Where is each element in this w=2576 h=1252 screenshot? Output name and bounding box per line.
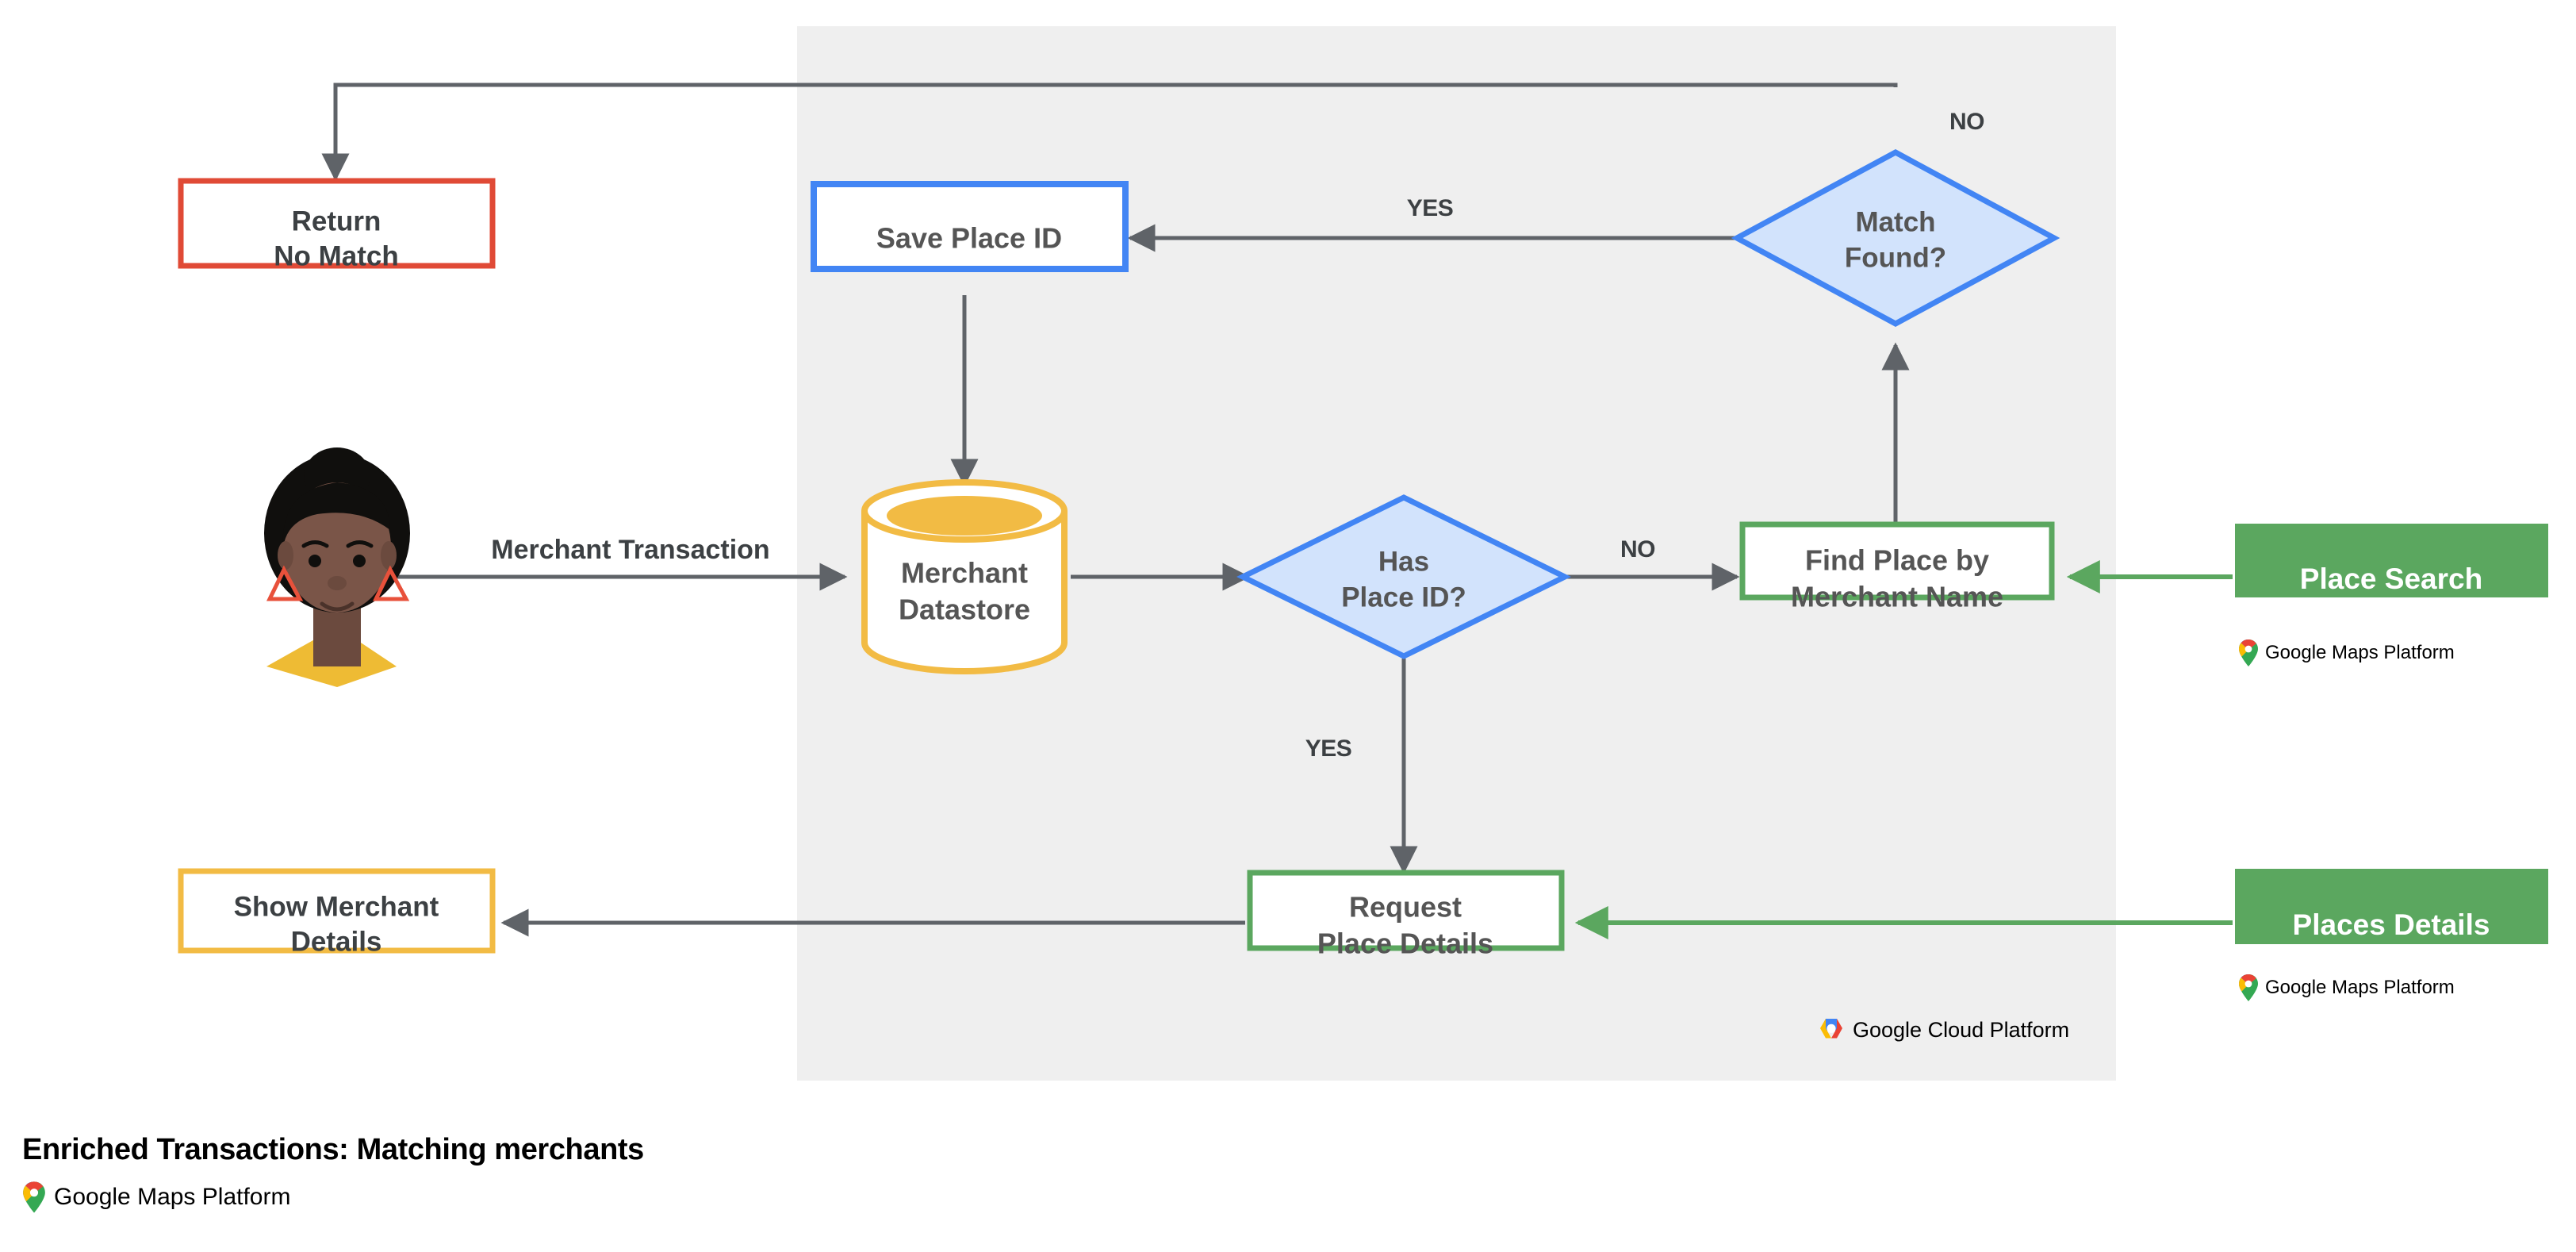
- node-has-place-id-line2: Place ID?: [1341, 582, 1466, 613]
- node-save-place-id-label: Save Place ID: [876, 222, 1062, 255]
- node-show-merchant-details-line1: Show Merchant: [234, 891, 439, 922]
- node-place-search-label: Place Search: [2300, 563, 2482, 595]
- gmp-logo-caption-label: Google Maps Platform: [54, 1184, 291, 1210]
- node-find-place-line1: Find Place by: [1805, 544, 1989, 577]
- node-request-place-details[interactable]: Request Place Details: [1247, 870, 1565, 960]
- node-places-details[interactable]: Places Details: [2235, 869, 2548, 944]
- edge-label-has-place-id-yes: YES: [1305, 735, 1352, 762]
- maps-pin-icon: [2239, 974, 2258, 1001]
- node-place-search[interactable]: Place Search: [2235, 524, 2548, 597]
- node-match-found-line1: Match: [1855, 206, 1935, 237]
- diagram-caption: Enriched Transactions: Matching merchant…: [22, 1133, 644, 1166]
- gmp-logo-caption: Google Maps Platform: [22, 1181, 644, 1213]
- node-merchant-datastore-line2: Datastore: [899, 593, 1030, 626]
- node-places-details-label: Places Details: [2293, 908, 2490, 941]
- edge-label-merchant-transaction: Merchant Transaction: [491, 535, 769, 565]
- maps-pin-icon: [2239, 639, 2258, 666]
- edge-match-found-no: [321, 83, 1898, 182]
- edge-label-has-place-id-no: NO: [1620, 536, 1655, 563]
- gcp-logo: Google Cloud Platform: [1818, 1017, 2069, 1043]
- node-merchant-datastore-line1: Merchant: [901, 557, 1028, 590]
- edge-label-match-found-no: NO: [1949, 109, 1984, 135]
- gmp-logo-places-details-label: Google Maps Platform: [2265, 977, 2455, 998]
- node-has-place-id[interactable]: Has Place ID?: [1236, 494, 1571, 659]
- node-show-merchant-details[interactable]: Show Merchant Details: [178, 868, 496, 957]
- node-save-place-id[interactable]: Save Place ID: [811, 181, 1129, 272]
- node-show-merchant-details-line2: Details: [291, 926, 382, 957]
- node-match-found-line2: Found?: [1845, 242, 1946, 273]
- node-find-place-line2: Merchant Name: [1791, 581, 2003, 613]
- gmp-logo-place-search: Google Maps Platform: [2238, 639, 2455, 666]
- gmp-logo-places-details: Google Maps Platform: [2238, 974, 2455, 1001]
- cloud-hexagon-icon: [1820, 1019, 1842, 1039]
- merchant-user-avatar: [264, 447, 410, 687]
- node-merchant-datastore[interactable]: Merchant Datastore: [861, 479, 1068, 674]
- node-return-no-match[interactable]: Return No Match: [178, 178, 496, 271]
- node-return-no-match-line2: No Match: [274, 240, 399, 271]
- node-has-place-id-line1: Has: [1378, 546, 1429, 577]
- node-return-no-match-line1: Return: [292, 205, 381, 236]
- node-find-place-by-merchant-name[interactable]: Find Place by Merchant Name: [1739, 521, 2055, 613]
- node-match-found[interactable]: Match Found?: [1731, 149, 2060, 327]
- caption-block: Enriched Transactions: Matching merchant…: [22, 1133, 644, 1213]
- node-request-place-details-line2: Place Details: [1317, 927, 1493, 960]
- gcp-logo-label: Google Cloud Platform: [1853, 1017, 2070, 1042]
- node-request-place-details-line1: Request: [1349, 891, 1462, 924]
- edge-label-match-found-yes: YES: [1407, 195, 1454, 221]
- maps-pin-icon: [23, 1181, 45, 1213]
- gmp-logo-place-search-label: Google Maps Platform: [2265, 642, 2455, 663]
